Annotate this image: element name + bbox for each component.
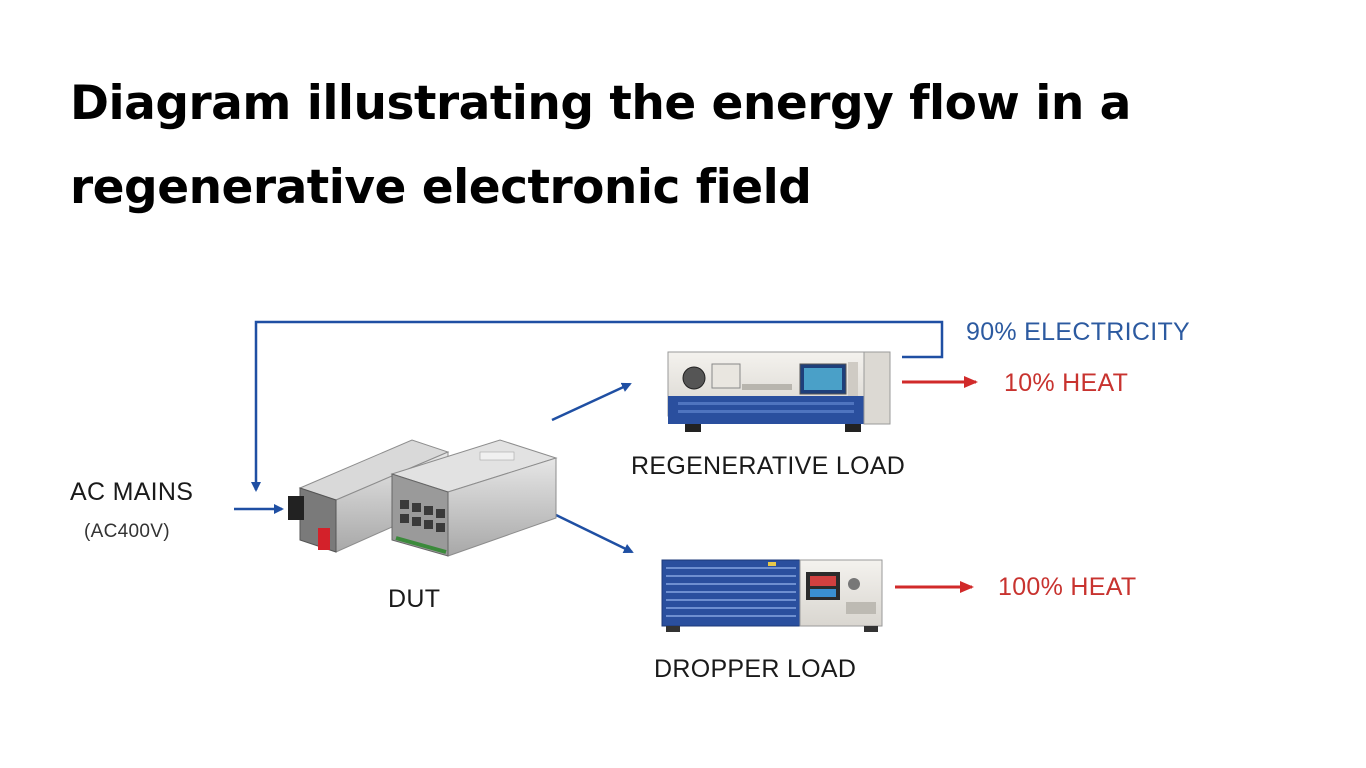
dut-label: DUT xyxy=(388,585,441,613)
dropper-load-device xyxy=(661,559,883,632)
page-title: Diagram illustrating the energy flow in … xyxy=(70,76,1131,215)
regen-heat-label: 10% HEAT xyxy=(1004,369,1129,397)
dropper-load-label: DROPPER LOAD xyxy=(654,655,857,683)
regenerative-load-device xyxy=(667,351,891,432)
ac-mains-label: AC MAINS xyxy=(70,478,194,506)
electricity-return-line xyxy=(251,320,944,492)
ac-voltage-label: (AC400V) xyxy=(84,521,170,542)
electricity-return-label: 90% ELECTRICITY xyxy=(966,318,1191,346)
dropper-heat-label: 100% HEAT xyxy=(998,573,1137,601)
dut-to-dropper-arrow xyxy=(555,513,634,554)
dut-to-regen-arrow xyxy=(551,382,632,422)
dut-power-supplies xyxy=(288,439,558,557)
regenerative-load-label: REGENERATIVE LOAD xyxy=(631,452,906,480)
